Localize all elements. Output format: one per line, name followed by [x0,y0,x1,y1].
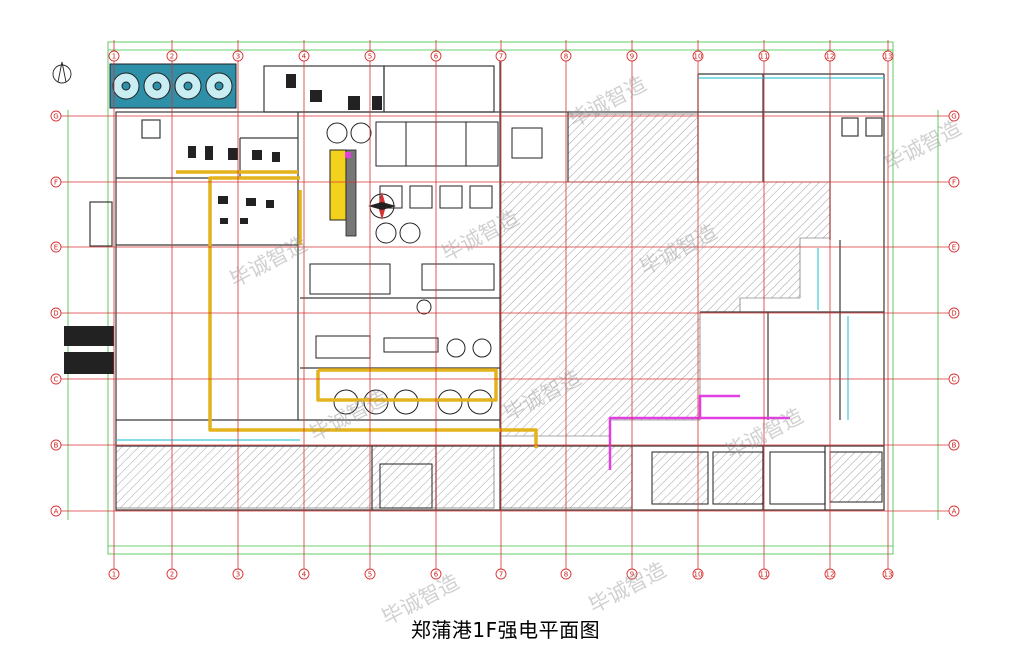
grid-label-row: D [53,310,58,318]
fan-unit-icon [393,389,419,415]
fan-unit-icon [350,122,372,144]
grid-label-column: 8 [564,571,568,579]
grid-label-column: 1 [112,53,116,61]
grid-label-row: F [952,179,956,187]
grid-label-row: G [53,113,58,121]
switchgear-column [329,149,357,237]
cable-trays [176,170,538,448]
grid-label-column: 9 [630,571,634,579]
grid-label-column: 3 [236,53,240,61]
grid-label-row: A [952,508,957,516]
grid-label-column: 2 [170,53,174,61]
grid-label-column: 10 [694,53,703,61]
pink-cables [608,394,790,470]
grid-bubbles [50,50,960,580]
grid-label-column: 4 [302,53,307,61]
grid-label-row: E [54,244,58,252]
grid-label-column: 10 [694,571,703,579]
fan-unit-icon [375,222,397,244]
grid-label-column: 1 [112,571,116,579]
dimension-frame [67,41,939,555]
grid-label-column: 13 [884,571,893,579]
fan-unit-icon [326,122,348,144]
grid-label-row: F [54,179,58,187]
grid-label-row: A [54,508,59,516]
fan-unit-icon [467,389,493,415]
grid-label-row: G [951,113,956,121]
grid-label-column: 4 [302,571,307,579]
north-arrow-icon [52,61,72,84]
fan-unit-icon [472,338,492,358]
grid-label-column: 9 [630,53,634,61]
grid-lines [58,40,952,570]
grid-label-column: 11 [760,571,769,579]
grid-label-column: 6 [434,571,439,579]
grid-label-column: 7 [499,53,503,61]
fan-units [326,122,493,415]
equipment-blocks [64,74,543,374]
grid-label-row: E [952,244,956,252]
grid-label-column: 12 [826,53,835,61]
grid-label-column: 2 [170,571,174,579]
cyan-lines [116,77,884,441]
fan-unit-icon [446,338,466,358]
grid-label-column: 6 [434,53,439,61]
grid-label-column: 5 [368,53,372,61]
grid-label-column: 3 [236,571,240,579]
grid-label-column: 7 [499,571,503,579]
grid-label-row: C [54,376,59,384]
grid-label-column: 13 [884,53,893,61]
fan-unit-icon [399,222,421,244]
drawing-title: 郑蒲港1F强电平面图 [410,618,601,642]
grid-label-row: B [952,442,957,450]
grid-label-column: 5 [368,571,372,579]
grid-label-row: C [952,376,957,384]
cooling-tower-group [109,63,237,109]
grid-label-column: 8 [564,53,568,61]
grid-label-column: 11 [760,53,769,61]
fan-unit-icon [416,299,432,315]
grid-label-row: B [54,442,59,450]
fan-unit-icon [437,389,463,415]
fan-unit-icon [363,389,389,415]
grid-label-row: D [951,310,956,318]
compass-rose-icon [368,192,396,220]
fan-unit-icon [333,389,359,415]
grid-label-column: 12 [826,571,835,579]
